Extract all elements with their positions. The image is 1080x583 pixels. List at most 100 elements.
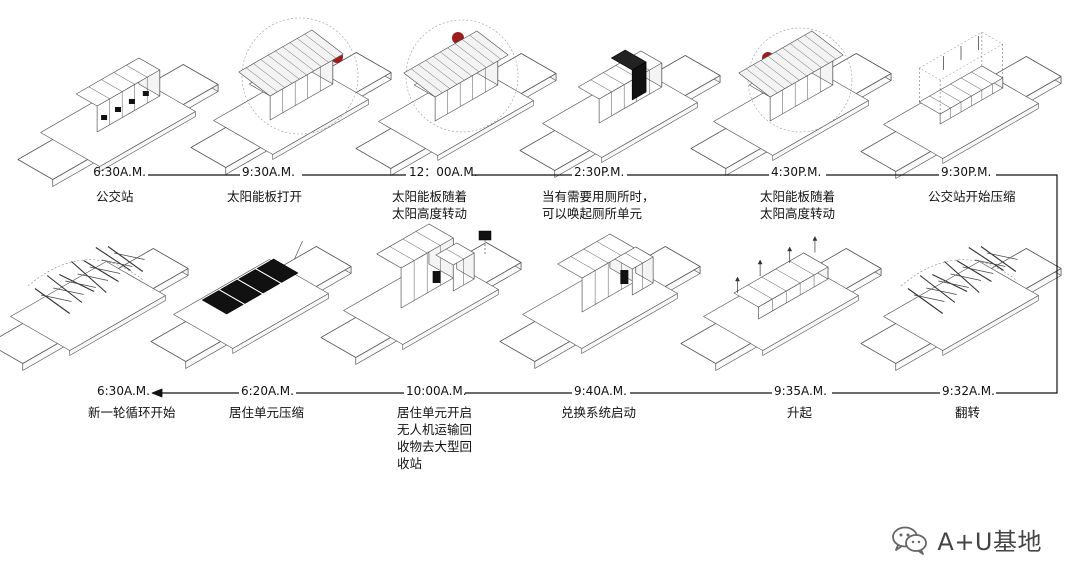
top-time-2: 9:30A.M. xyxy=(242,165,295,179)
top-caption-5a: 太阳能板随着 xyxy=(760,189,836,204)
bottom-sketch-6-blade xyxy=(968,247,1004,271)
bottom-sketch-6 xyxy=(860,246,1062,371)
bottom-sketch-2-hinge xyxy=(294,240,303,260)
top-caption-6: 公交站开始压缩 xyxy=(928,189,1016,204)
top-sketch-6-base-roof-rib xyxy=(950,83,972,97)
bottom-sketch-6-blade-b xyxy=(987,252,1018,260)
bottom-sketch-4-slot xyxy=(620,270,629,284)
top-sketch-1-shelter-roof-rib xyxy=(113,72,135,85)
bottom-sketch-2-panel xyxy=(220,279,262,304)
timeline-arrowhead xyxy=(151,388,163,398)
top-sketch-3-panel-line xyxy=(440,51,472,77)
bottom-sketch-1-motion-arc xyxy=(27,259,144,287)
bottom-sketch-1-platform-step-top xyxy=(10,261,166,351)
top-sketch-5-panel-line xyxy=(789,43,822,68)
bottom-caption-6: 翻转 xyxy=(955,405,981,420)
bottom-caption-2: 居住单元压缩 xyxy=(229,405,305,420)
top-sketch-2-panel-line xyxy=(275,50,307,76)
top-sketch-2-panel-line xyxy=(245,67,278,92)
bottom-sketch-1 xyxy=(0,246,189,371)
top-time-1: 6:30A.M. xyxy=(93,165,146,179)
bottom-caption-4: 兑换系统启动 xyxy=(561,405,637,420)
bottom-sketch-3-drone xyxy=(478,230,492,241)
bottom-sketch-6-blade-b xyxy=(913,294,945,302)
top-caption-1: 公交站 xyxy=(96,189,134,204)
bottom-sketch-1-blade-b xyxy=(77,273,109,281)
bottom-sketch-3-unit-roof-rib xyxy=(415,231,441,246)
bottom-sketch-3-unit-roof-rib xyxy=(389,246,415,261)
top-sketch-1-seat xyxy=(115,107,121,112)
top-sketch-6-ghost-roof xyxy=(918,31,1004,81)
bottom-sketch-2-platform-step-top xyxy=(173,259,329,349)
top-sketch-4-shelter-roof-rib xyxy=(590,79,612,93)
bottom-sketch-6-blade xyxy=(932,274,968,292)
top-sketch-2-panel-line xyxy=(267,55,300,80)
top-sketch-3-panel-line xyxy=(425,60,458,85)
bottom-sketch-1-blade xyxy=(107,246,144,272)
top-sketch-5-panel-line xyxy=(753,64,785,89)
bottom-caption-5: 升起 xyxy=(787,405,813,420)
bottom-caption-3c: 收物去大型回 xyxy=(397,439,473,454)
top-time-4: 2:30P.M. xyxy=(574,165,625,179)
top-sketch-5-panel-line xyxy=(760,60,793,85)
bottom-sketch-5-unit-roof-rib xyxy=(789,260,815,276)
top-caption-4a: 当有需要用厕所时， xyxy=(542,189,655,204)
top-sketch-5-panel-line xyxy=(767,56,800,81)
bottom-sketch-1-blade xyxy=(95,247,131,271)
bottom-sketch-6-blade xyxy=(980,246,1017,272)
top-sketch-5 xyxy=(690,27,892,176)
top-sketch-2-panel-line xyxy=(289,42,322,67)
top-sketch-6-base-roof-rib xyxy=(960,77,983,91)
bottom-sketch-6-platform-step-top xyxy=(883,261,1039,351)
bottom-sketch-1-blade-b xyxy=(53,287,84,295)
top-sketch-3-panel-line xyxy=(418,64,450,89)
bottom-sketch-1-blade xyxy=(34,288,71,314)
bottom-sketch-1-blade xyxy=(71,261,107,293)
bottom-sketch-2-panel xyxy=(256,258,299,283)
bottom-sketch-1-blade xyxy=(83,260,119,282)
top-sketch-3-panel-line xyxy=(469,35,502,60)
bottom-sketch-6-motion-arc xyxy=(900,259,1017,287)
top-sketch-1-seat xyxy=(101,115,108,120)
top-sketch-2 xyxy=(190,17,392,175)
top-sketch-4-toilet-roof xyxy=(610,49,647,71)
top-sketch-1-shelter-roof-rib xyxy=(126,64,148,78)
bottom-sketch-1-blade-b xyxy=(101,259,133,267)
top-sketch-3-panel-line xyxy=(410,68,443,93)
bottom-sketch-4 xyxy=(499,233,701,369)
bottom-sketch-1-blade-b xyxy=(114,252,145,260)
top-time-3: 12：00A.M. xyxy=(409,165,478,179)
top-sketch-4 xyxy=(519,49,721,178)
wechat-icon xyxy=(892,526,928,555)
bottom-time-6: 9:32A.M. xyxy=(942,384,995,398)
bottom-sketch-2-panel xyxy=(238,269,281,294)
bottom-sketch-4-unit-roof-rib xyxy=(596,241,622,256)
top-sketch-2-panel-line xyxy=(304,34,337,59)
top-sketch-3-panel-line xyxy=(454,43,487,68)
top-sketch-6 xyxy=(860,31,1062,179)
bottom-sketch-4-unit-roof-rib xyxy=(570,256,596,271)
brand-name: A+U基地 xyxy=(937,528,1042,556)
bottom-time-2: 6:20A.M. xyxy=(241,384,294,398)
bottom-sketch-6-blade-b xyxy=(962,266,994,274)
top-sketch-5-panel-line xyxy=(804,35,837,60)
bottom-time-5: 9:35A.M. xyxy=(774,384,827,398)
bottom-time-1: 6:30A.M. xyxy=(97,384,150,398)
top-sketch-6-base-roof-rib xyxy=(939,89,962,103)
top-sketch-5-panel-line xyxy=(775,51,807,77)
top-sketch-2-panel-line xyxy=(297,38,329,63)
top-sketch-5-panel-line xyxy=(782,47,815,72)
bottom-sketch-1-blade-b xyxy=(89,266,121,274)
top-caption-2: 太阳能板打开 xyxy=(227,189,303,204)
timeline-return-loop xyxy=(996,174,1058,394)
bottom-sketch-2 xyxy=(150,240,352,369)
bottom-sketch-6-blade-b xyxy=(926,287,957,295)
bottom-sketch-5-unit-roof-rib xyxy=(747,284,773,300)
bottom-sketch-5-lift-head xyxy=(757,259,763,265)
brand-watermark: A+U基地 xyxy=(891,522,1042,557)
top-sketch-1-seat xyxy=(128,99,135,104)
bottom-sketch-3-unit-roof-rib xyxy=(402,238,428,254)
bottom-sketch-6-blade xyxy=(956,260,992,282)
